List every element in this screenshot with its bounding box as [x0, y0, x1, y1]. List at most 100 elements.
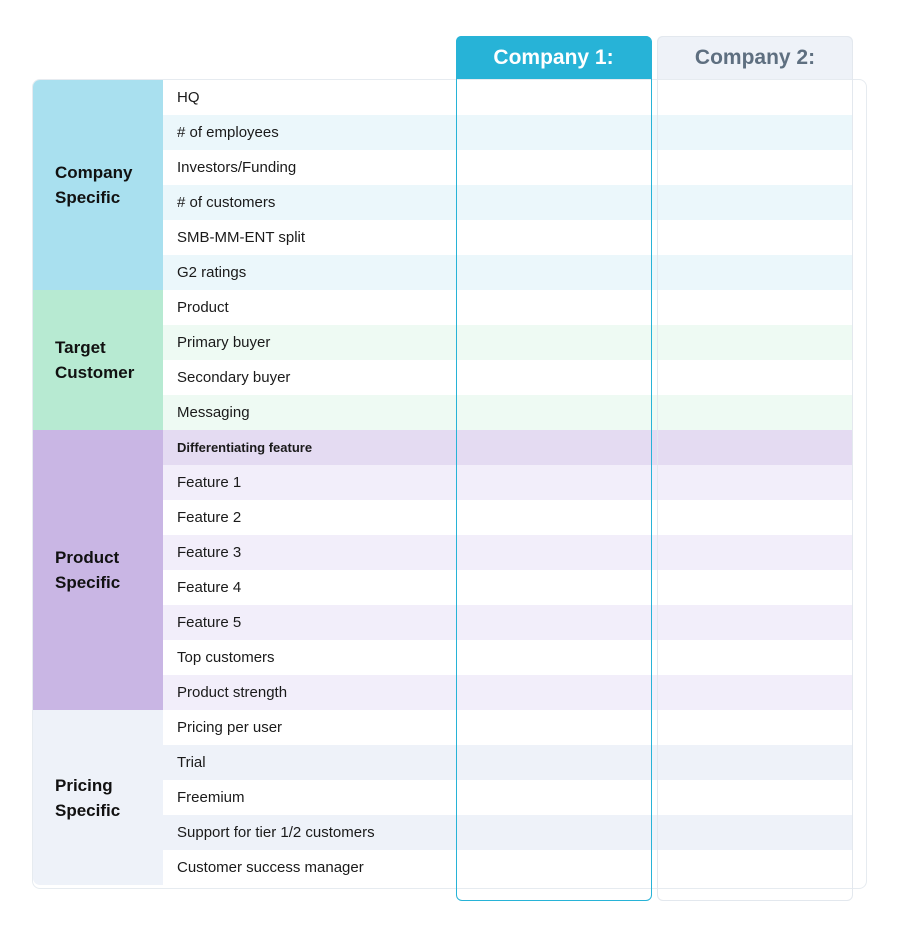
company-1-cell[interactable]: [456, 220, 651, 255]
table-row: Feature 5: [163, 605, 853, 640]
company-1-cell[interactable]: [456, 640, 651, 675]
company-1-cell[interactable]: [456, 430, 651, 465]
row-label: Freemium: [177, 789, 245, 806]
table-row: Messaging: [163, 395, 853, 430]
company-2-cell[interactable]: [657, 325, 853, 360]
company-2-cell[interactable]: [657, 430, 853, 465]
row-label: Primary buyer: [177, 334, 271, 351]
company-2-cell[interactable]: [657, 710, 853, 745]
company-1-cell[interactable]: [456, 675, 651, 710]
section-label: Pricing Specific: [33, 710, 163, 885]
table-row: G2 ratings: [163, 255, 853, 290]
company-2-cell[interactable]: [657, 815, 853, 850]
company-1-cell[interactable]: [456, 570, 651, 605]
company-1-cell[interactable]: [456, 465, 651, 500]
table-row: Feature 3: [163, 535, 853, 570]
table-row: SMB-MM-ENT split: [163, 220, 853, 255]
table-row: Investors/Funding: [163, 150, 853, 185]
comparison-table: [32, 79, 867, 889]
company-1-cell[interactable]: [456, 360, 651, 395]
company-1-cell[interactable]: [456, 500, 651, 535]
row-label: Product: [177, 299, 229, 316]
company-2-cell[interactable]: [657, 570, 853, 605]
row-label: Messaging: [177, 404, 250, 421]
company-2-cell[interactable]: [657, 115, 853, 150]
company-1-cell[interactable]: [456, 255, 651, 290]
table-row: Support for tier 1/2 customers: [163, 815, 853, 850]
company-2-cell[interactable]: [657, 500, 853, 535]
company-1-cell[interactable]: [456, 605, 651, 640]
row-label: # of customers: [177, 194, 276, 211]
column-header-company-1: Company 1:: [456, 36, 651, 79]
table-row: Feature 1: [163, 465, 853, 500]
section-title: Company Specific: [55, 163, 133, 207]
company-2-cell[interactable]: [657, 80, 853, 115]
table-row: Freemium: [163, 780, 853, 815]
section-title: Pricing Specific: [55, 775, 121, 820]
company-1-cell[interactable]: [456, 815, 651, 850]
row-label: HQ: [177, 89, 200, 106]
row-label: G2 ratings: [177, 264, 247, 281]
row-label: Customer success manager: [177, 859, 364, 876]
table-row: Feature 4: [163, 570, 853, 605]
section-label: Product Specific: [33, 430, 163, 710]
company-1-cell[interactable]: [456, 80, 651, 115]
company-2-cell[interactable]: [657, 220, 853, 255]
row-label: Feature 5: [177, 614, 242, 631]
row-label: Secondary buyer: [177, 369, 291, 386]
row-label: Top customers: [177, 649, 275, 666]
company-2-cell[interactable]: [657, 150, 853, 185]
row-label: Feature 3: [177, 544, 242, 561]
company-2-cell[interactable]: [657, 395, 853, 430]
company-2-cell[interactable]: [657, 850, 853, 885]
company-2-cell[interactable]: [657, 675, 853, 710]
company-2-cell[interactable]: [657, 745, 853, 780]
company-1-cell[interactable]: [456, 535, 651, 570]
table-row: Differentiating feature: [163, 430, 853, 465]
row-label: Investors/Funding: [177, 159, 297, 176]
column-header-company-2: Company 2:: [657, 36, 853, 79]
row-label: Feature 1: [177, 474, 242, 491]
company-2-cell[interactable]: [657, 605, 853, 640]
table-row: Secondary buyer: [163, 360, 853, 395]
section-title: Target Customer: [55, 338, 135, 382]
company-2-cell[interactable]: [657, 465, 853, 500]
table-row: Product: [163, 290, 853, 325]
company-2-cell[interactable]: [657, 255, 853, 290]
section-label: Target Customer: [33, 290, 163, 430]
table-row: Trial: [163, 745, 853, 780]
row-label: SMB-MM-ENT split: [177, 229, 306, 246]
company-1-cell[interactable]: [456, 150, 651, 185]
company-1-cell[interactable]: [456, 395, 651, 430]
row-label: Trial: [177, 754, 206, 771]
company-1-cell[interactable]: [456, 710, 651, 745]
company-1-cell[interactable]: [456, 115, 651, 150]
company-1-cell[interactable]: [456, 745, 651, 780]
company-1-cell[interactable]: [456, 780, 651, 815]
company-1-cell[interactable]: [456, 325, 651, 360]
section-label: Company Specific: [33, 80, 163, 290]
row-label: Pricing per user: [177, 719, 283, 736]
company-2-cell[interactable]: [657, 290, 853, 325]
row-label: Feature 2: [177, 509, 242, 526]
table-row: Product strength: [163, 675, 853, 710]
table-row: Top customers: [163, 640, 853, 675]
table-row: HQ: [163, 80, 853, 115]
company-2-cell[interactable]: [657, 780, 853, 815]
company-1-cell[interactable]: [456, 290, 651, 325]
row-label: # of employees: [177, 124, 279, 141]
table-row: # of customers: [163, 185, 853, 220]
row-label: Support for tier 1/2 customers: [177, 824, 375, 841]
company-2-cell[interactable]: [657, 640, 853, 675]
row-label: Differentiating feature: [177, 440, 313, 455]
company-2-cell[interactable]: [657, 185, 853, 220]
company-1-cell[interactable]: [456, 185, 651, 220]
table-row: Customer success manager: [163, 850, 853, 885]
table-row: # of employees: [163, 115, 853, 150]
section-title: Product Specific: [55, 548, 121, 592]
company-2-cell[interactable]: [657, 535, 853, 570]
table-row: Pricing per user: [163, 710, 853, 745]
company-2-cell[interactable]: [657, 360, 853, 395]
company-1-cell[interactable]: [456, 850, 651, 885]
row-label: Feature 4: [177, 579, 242, 596]
